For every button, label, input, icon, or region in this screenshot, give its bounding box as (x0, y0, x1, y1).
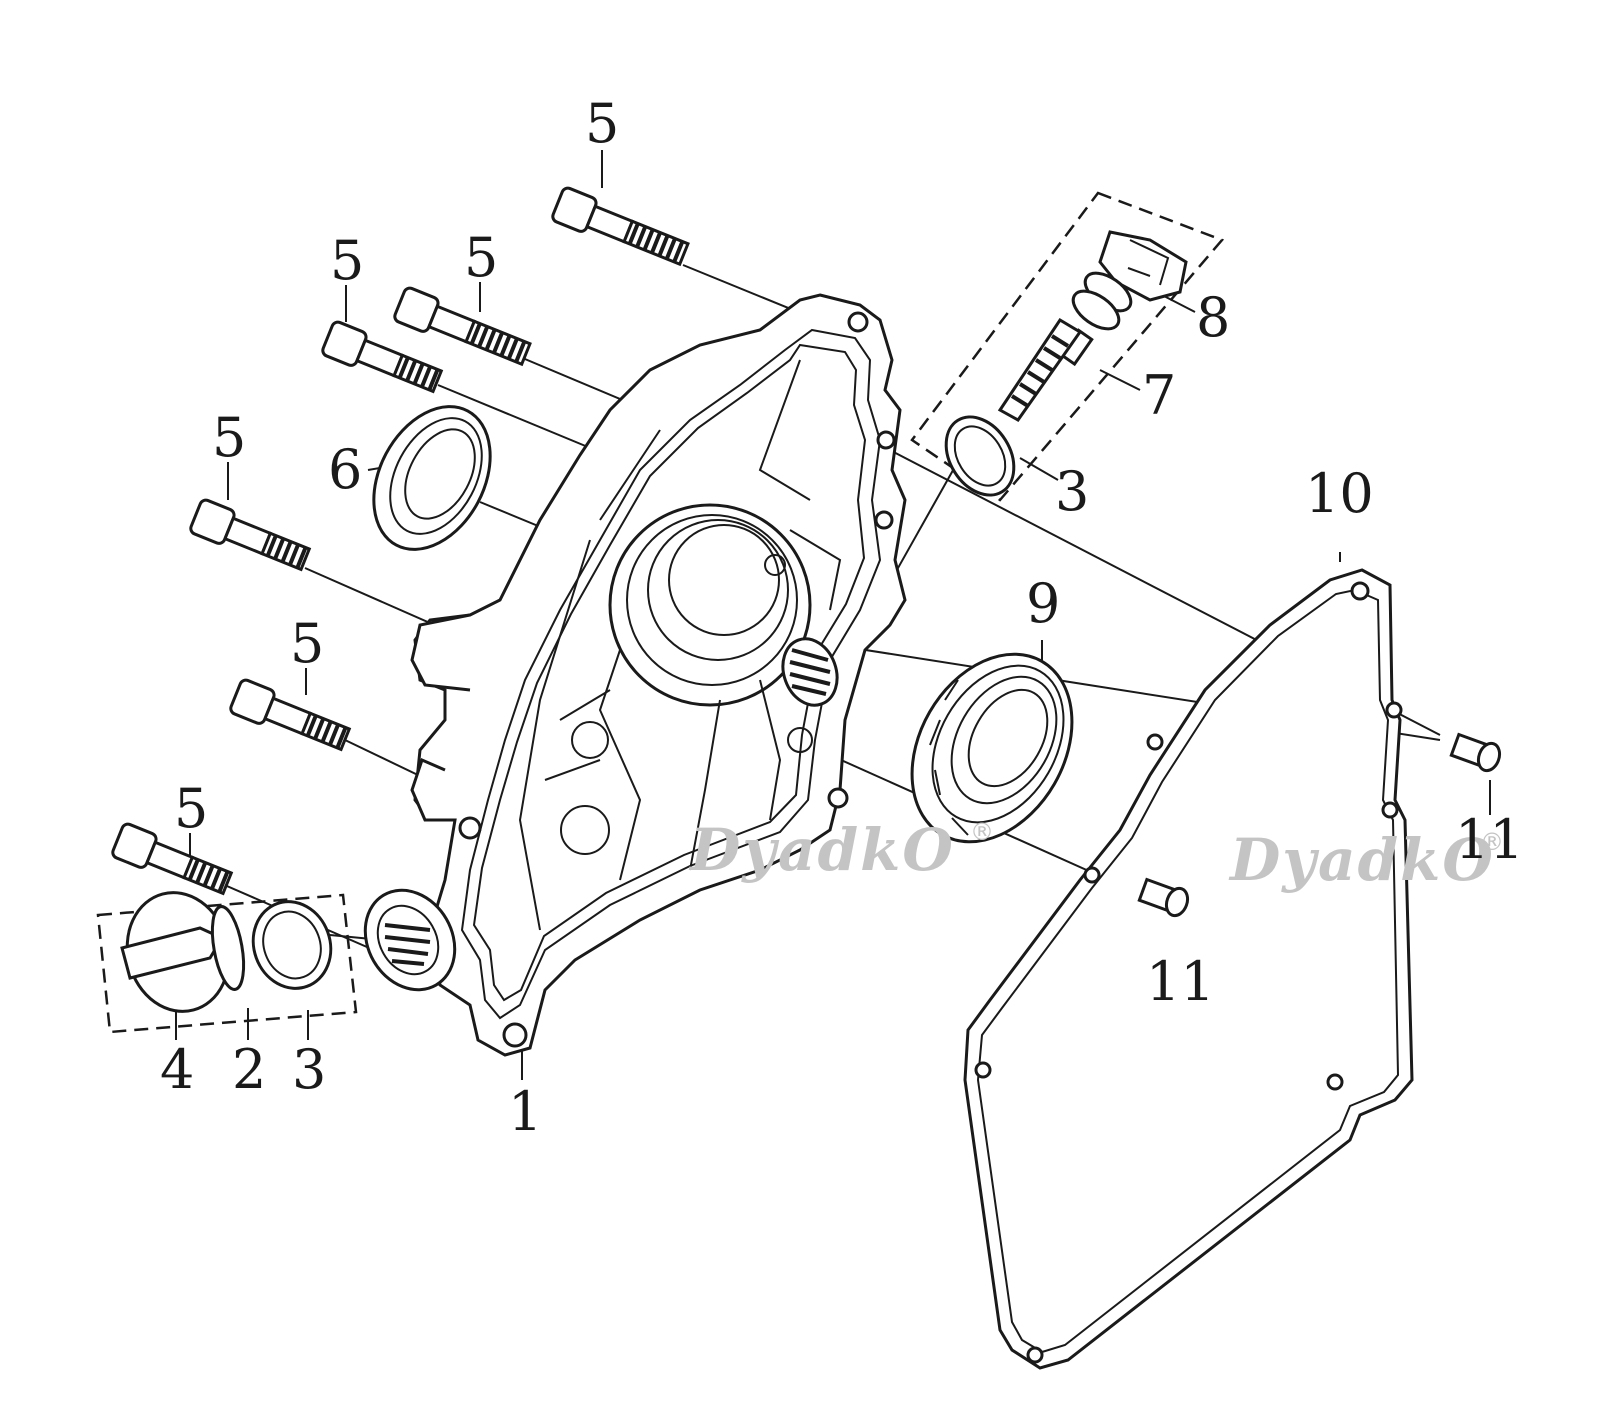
bolt-top (551, 186, 690, 267)
bolt-left (189, 498, 312, 572)
watermark-left: DyadkO ® (688, 816, 994, 884)
label-dipstick-assembly: 7 (1142, 364, 1176, 427)
label-bearing: 9 (1026, 572, 1060, 635)
label-bolt-top: 5 (585, 92, 619, 155)
label-drain-plug: 4 (160, 1038, 194, 1101)
gear-stub (781, 637, 839, 707)
svg-text:®: ® (1480, 828, 1504, 856)
dowel-lower (1137, 877, 1190, 918)
bolt-upper-center (393, 286, 532, 367)
watermark-right: DyadkO ® (1228, 826, 1504, 894)
crankcase-cover (363, 293, 907, 1057)
o-ring-top (944, 415, 1016, 497)
label-o-ring-top: 3 (1055, 460, 1089, 523)
label-bolt-upper-left: 5 (330, 229, 364, 292)
label-o-ring-lower: 3 (292, 1038, 326, 1101)
bearing (910, 652, 1074, 844)
bolt-upper-left (321, 320, 444, 394)
gasket (963, 568, 1414, 1370)
label-dowel-lower: 11 (1146, 950, 1215, 1013)
svg-text:DyadkO: DyadkO (1228, 826, 1495, 894)
label-bolt-lower-left: 5 (174, 777, 208, 840)
dipstick-rod (997, 317, 1083, 422)
drain-assembly (96, 891, 358, 1034)
label-oil-seal: 6 (328, 438, 362, 501)
label-bolt-upper-center: 5 (464, 226, 498, 289)
label-dowel-right: 11 (1455, 808, 1524, 871)
label-dipstick-cap: 8 (1196, 286, 1230, 349)
bolt-lower-left (111, 822, 234, 896)
label-bolt-left: 5 (212, 406, 246, 469)
drain-boss (363, 888, 457, 992)
label-gasket: 10 (1305, 462, 1374, 525)
o-ring-lower (251, 900, 333, 990)
bolts (111, 186, 690, 896)
callout-labels: 5 5 5 5 5 5 6 8 7 3 10 9 11 11 1 4 2 3 (160, 92, 1524, 1143)
dipstick-assembly (910, 191, 1225, 502)
label-drain-assembly: 2 (232, 1038, 266, 1101)
label-bolt-mid-left: 5 (290, 612, 324, 675)
label-crankcase-cover: 1 (508, 1080, 542, 1143)
dowel-right (1449, 732, 1502, 773)
bolt-mid-left (229, 678, 352, 752)
svg-text:DyadkO: DyadkO (688, 816, 955, 884)
oil-seal (372, 405, 492, 551)
svg-text:®: ® (970, 818, 994, 846)
drain-plug (120, 891, 246, 1013)
